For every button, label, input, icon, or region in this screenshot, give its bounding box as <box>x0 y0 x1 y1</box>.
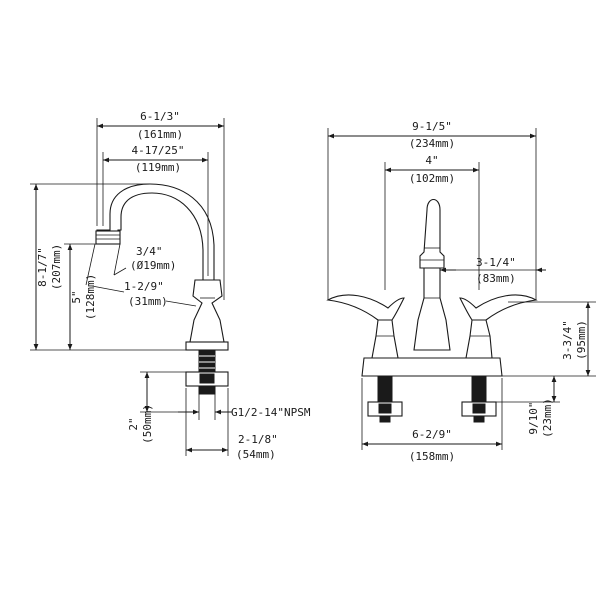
handle-reach-mm: (83mm) <box>476 272 516 285</box>
spout-height-label: 5" <box>70 290 83 303</box>
handle-reach-label: 3-1/4" <box>476 256 516 269</box>
front-spout <box>419 198 445 269</box>
front-view: 9-1/5" (234mm) 4" (102mm) 3-1/4" (83mm) … <box>326 120 596 463</box>
base-thickness-mm: (23mm) <box>541 398 554 438</box>
aerator-drop-mm: (31mm) <box>128 295 168 308</box>
base-length-mm: (158mm) <box>409 450 455 463</box>
left-handle <box>326 294 405 321</box>
handle-height-label: 3-3/4" <box>561 320 574 360</box>
overall-height-label: 8-1/7" <box>36 247 49 287</box>
faucet-base <box>185 341 229 351</box>
handle-height-mm: (95mm) <box>575 320 588 360</box>
overall-width-label: 6-1/3" <box>140 110 180 123</box>
faucet-body <box>189 279 225 343</box>
base-width-mm: (54mm) <box>236 448 276 461</box>
front-body <box>413 267 451 351</box>
shank-length-mm: (50mm) <box>141 404 154 444</box>
handle-span-mm: (234mm) <box>409 137 455 150</box>
center-spacing-label: 4" <box>425 154 438 167</box>
left-valve <box>371 319 399 359</box>
shank-length-label: 2" <box>127 417 140 430</box>
spout-reach-mm: (119mm) <box>135 161 181 174</box>
base-length-label: 6-2/9" <box>412 428 452 441</box>
base-thickness-label: 9/10" <box>527 401 540 434</box>
handle-span-label: 9-1/5" <box>412 120 452 133</box>
center-spacing-mm: (102mm) <box>409 172 455 185</box>
aerator-dia-label: 3/4" <box>136 245 163 258</box>
thread-spec-label: G1/2-14"NPSM <box>231 406 311 419</box>
side-view: 6-1/3" (161mm) 4-17/25" (119mm) 8-1/7" (… <box>30 110 311 461</box>
overall-width-mm: (161mm) <box>137 128 183 141</box>
spout-height-mm: (128mm) <box>84 274 97 320</box>
right-handle <box>459 294 538 321</box>
aerator-drop-label: 1-2/9" <box>124 280 164 293</box>
shank-tip <box>200 385 214 395</box>
aerator <box>95 230 121 245</box>
front-base-plate <box>361 357 503 377</box>
aerator-dia-mm: (Ø19mm) <box>130 259 176 272</box>
overall-height-mm: (207mm) <box>50 244 63 290</box>
spout <box>96 183 215 281</box>
spout-reach-label: 4-17/25" <box>132 144 185 157</box>
base-width-label: 2-1/8" <box>238 433 278 446</box>
right-valve <box>465 319 493 359</box>
